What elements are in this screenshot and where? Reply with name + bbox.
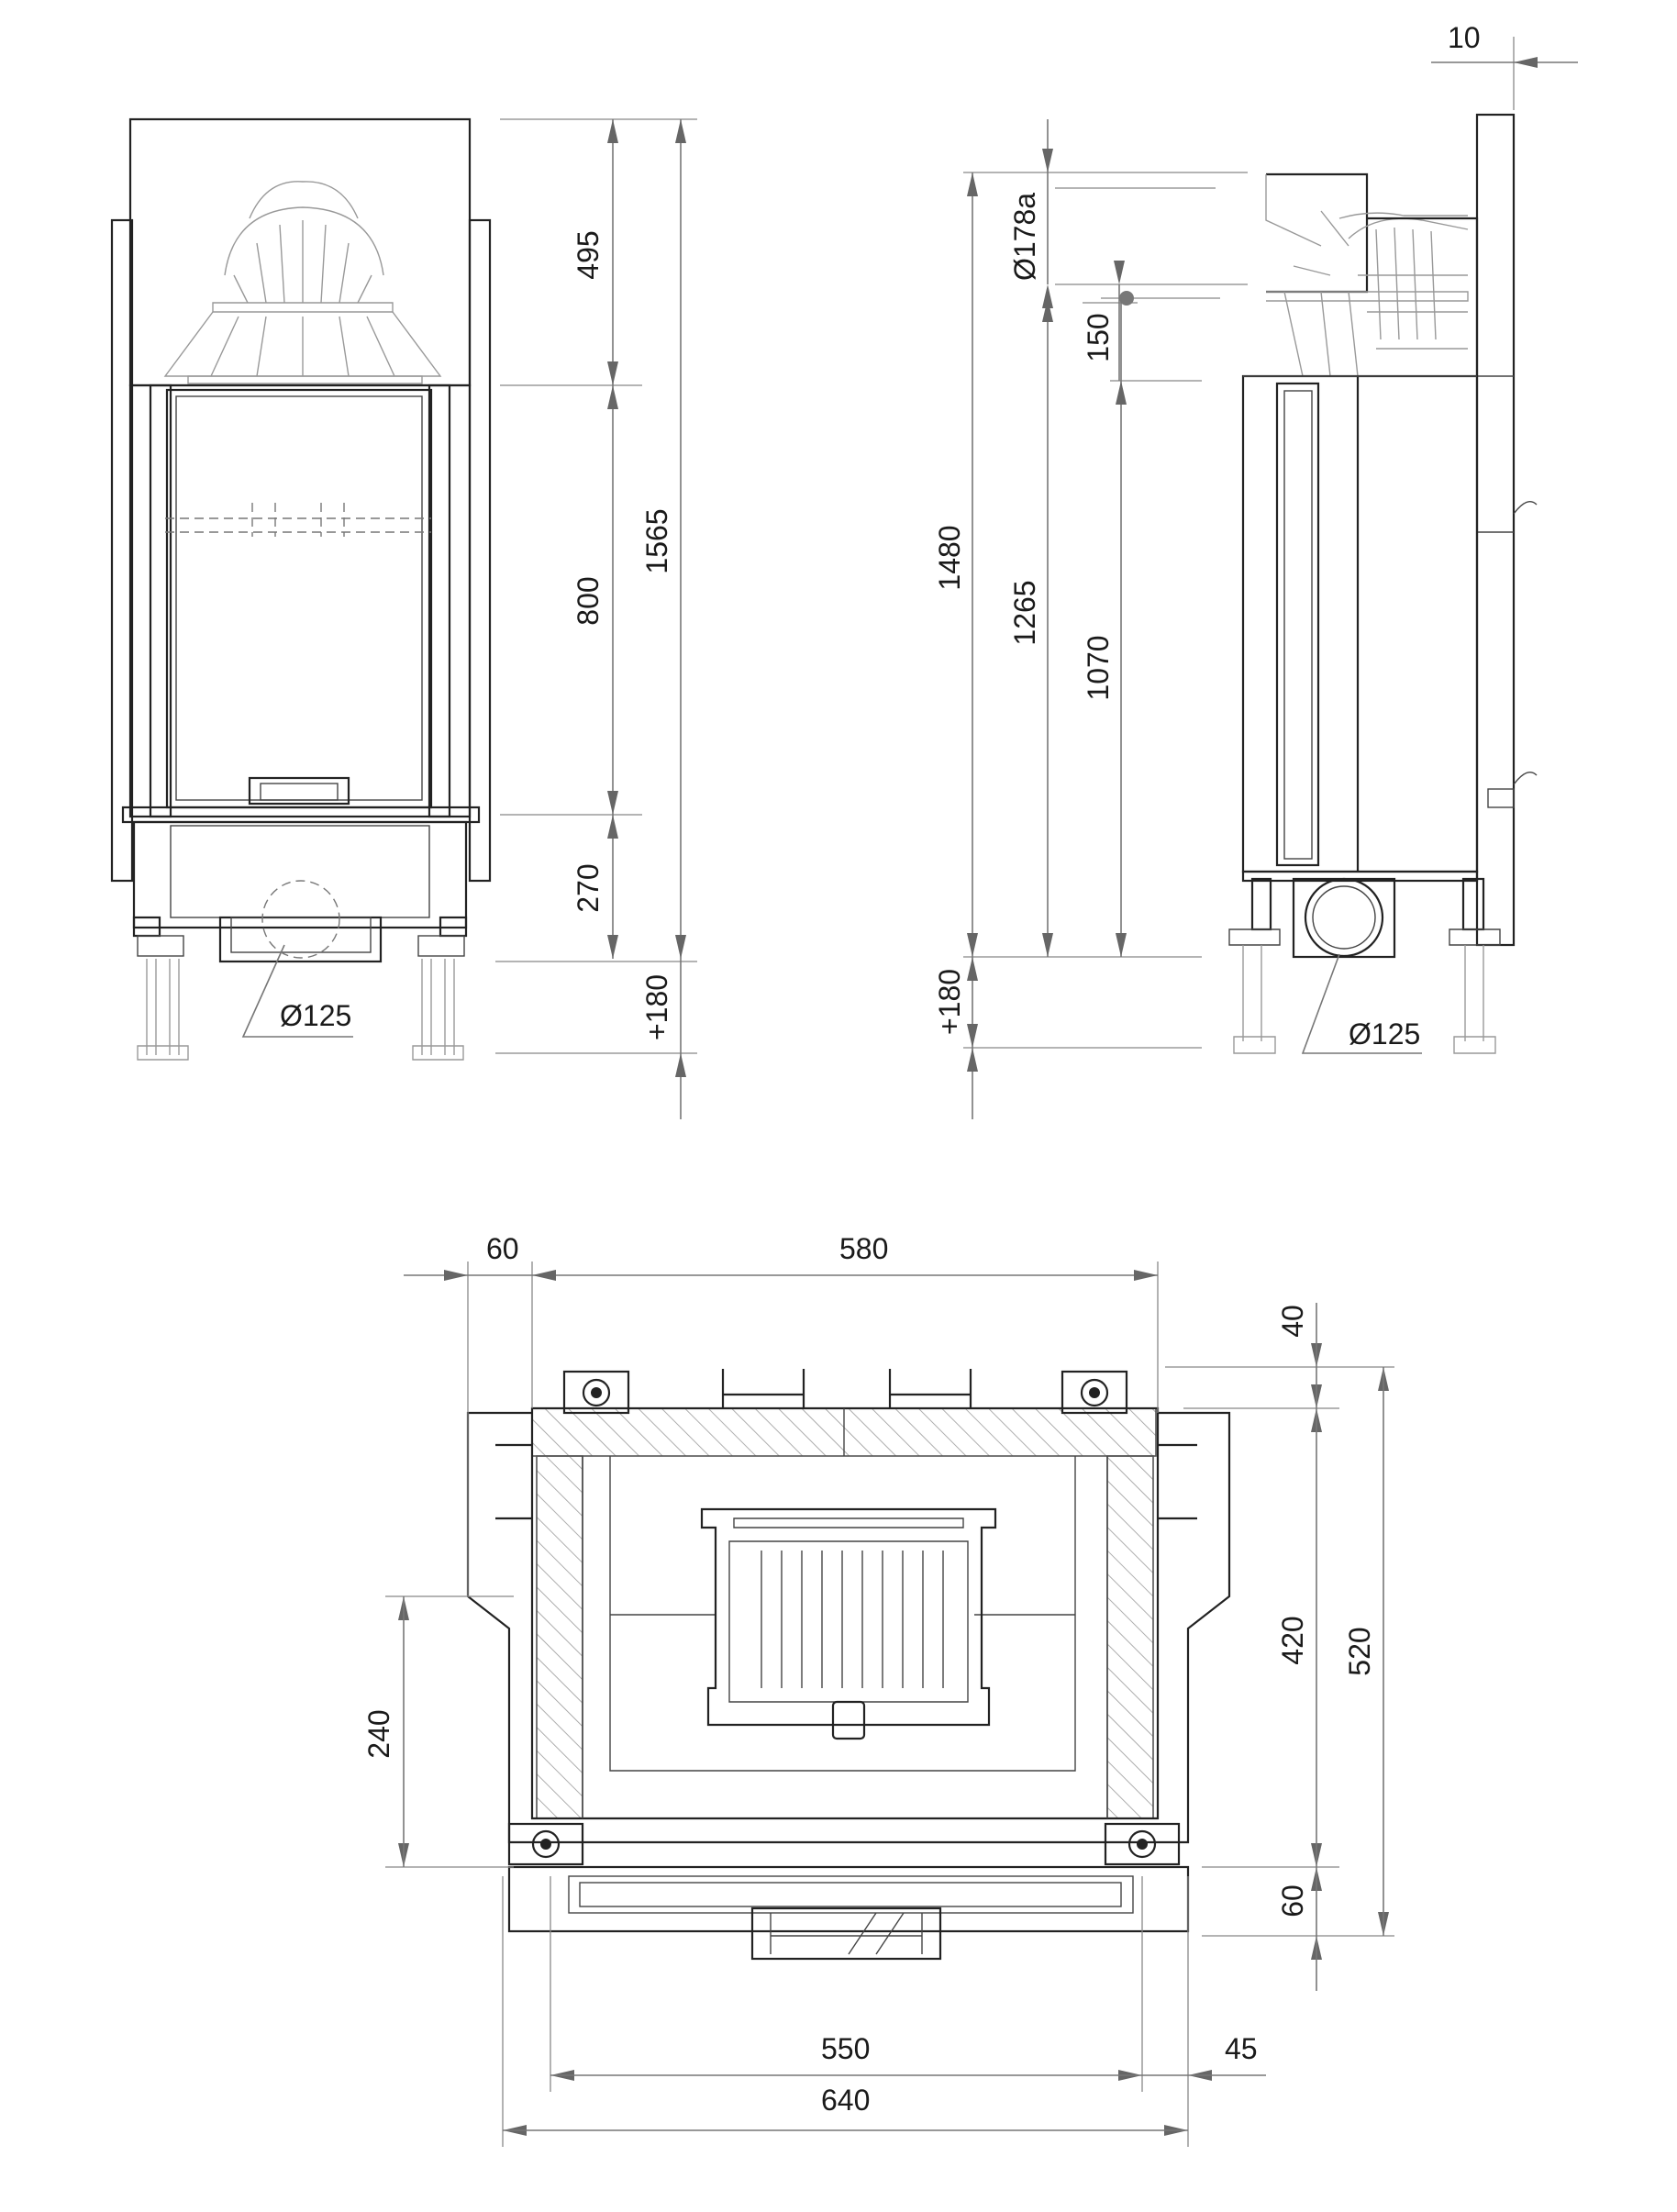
dim-back-offset: 10: [1448, 21, 1481, 54]
side-view: 10 Ø125: [933, 21, 1578, 1119]
dim-door-height: 1070: [1082, 635, 1115, 700]
side-dim-arrows: [967, 149, 1127, 1072]
dim-door-width: 550: [821, 2032, 870, 2065]
dim-outlet-offset: 150: [1082, 313, 1115, 361]
dim-total-width: 640: [821, 2084, 870, 2117]
side-inlet-diameter: Ø125: [1349, 1017, 1420, 1050]
dim-outlet-diameter: Ø178a: [1008, 193, 1041, 281]
plan-view: 60 580 40 420 520 60 240 550 45 640: [362, 1232, 1394, 2147]
dome-grille: [163, 181, 442, 384]
front-legs: [132, 916, 468, 1061]
dim-inner-depth: 420: [1276, 1616, 1309, 1664]
dim-inner-width: 580: [839, 1232, 888, 1265]
dim-side-depth: 240: [362, 1709, 395, 1758]
dim-total-height: 1565: [640, 508, 673, 573]
dim-mid-height: 1265: [1008, 580, 1041, 645]
dim-base: 270: [572, 863, 605, 912]
dim-legs: +180: [640, 974, 673, 1040]
front-view: Ø125 495 800 270 1565 +180: [110, 117, 697, 1119]
front-dim-arrows: [607, 119, 686, 1077]
dim-glass: 800: [572, 576, 605, 625]
dim-top-section: 495: [572, 230, 605, 279]
dim-left-margin: 60: [486, 1232, 519, 1265]
dim-total-depth: 520: [1343, 1627, 1376, 1675]
dim-right-offset: 45: [1225, 2032, 1258, 2065]
dim-front-depth: 60: [1276, 1884, 1309, 1917]
ash-grate: [700, 1507, 997, 1740]
corner-bolts: [507, 1370, 1181, 1866]
front-flue-diameter: Ø125: [280, 999, 351, 1032]
dim-side-legs: +180: [933, 969, 966, 1035]
dim-outlet-height: 1480: [933, 525, 966, 590]
flue-outlet: [1265, 172, 1469, 377]
dim-top-depth: 40: [1276, 1305, 1309, 1338]
